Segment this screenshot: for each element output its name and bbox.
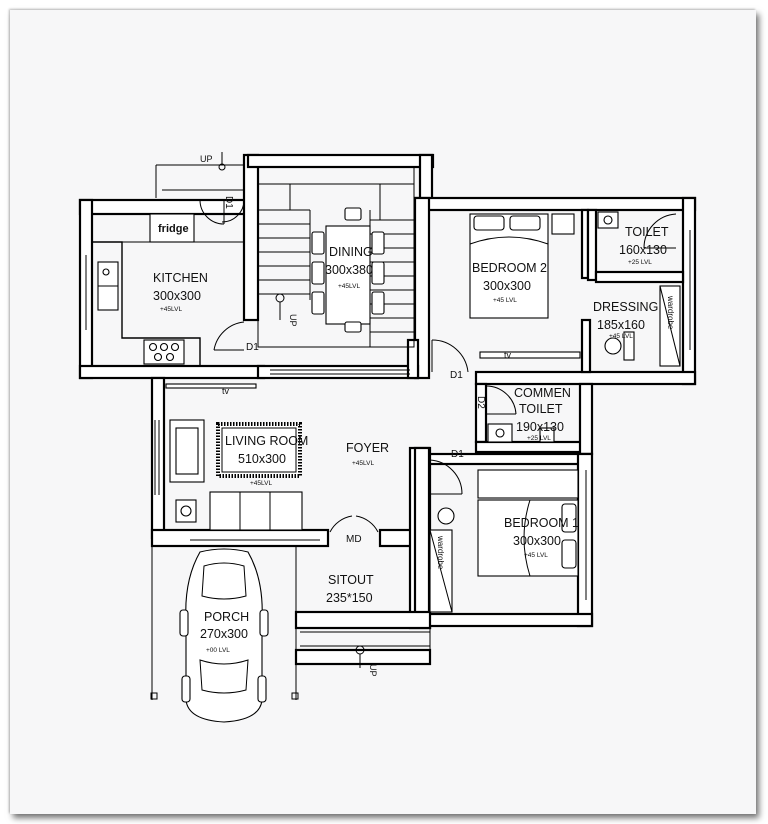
- bedroom1-name: BEDROOM 1: [504, 516, 579, 530]
- dressing-size: 185x160: [597, 318, 645, 332]
- living-level: +45LVL: [250, 480, 272, 487]
- kitchen-level: +45LVL: [160, 306, 182, 313]
- dressing-level: +45 LVL: [609, 333, 633, 340]
- toilet-level: +25 LVL: [628, 259, 652, 266]
- living-furniture: [165, 383, 379, 533]
- common-toilet-name-line2: TOILET: [519, 402, 563, 416]
- walls: [78, 153, 697, 666]
- windows: [85, 164, 691, 700]
- bedroom2-level: +45 LVL: [493, 297, 517, 304]
- dining-table: [311, 207, 385, 333]
- door-d1-kitchen: D1: [246, 342, 259, 353]
- up-label-sitout: UP: [368, 664, 378, 677]
- sitout-name: SITOUT: [328, 573, 374, 587]
- kitchen-size: 300x300: [153, 289, 201, 303]
- room-labels: KITCHEN 300x300 +45LVL DINING 300x380 +4…: [153, 225, 669, 654]
- common-toilet-name-line1: COMMEN: [514, 386, 571, 400]
- sitout-size: 235*150: [326, 591, 373, 605]
- bedroom2-furniture: [431, 213, 581, 373]
- up-markers: [218, 152, 365, 668]
- common-toilet-fixtures: [485, 385, 555, 443]
- porch-name: PORCH: [204, 610, 249, 624]
- common-toilet-size: 190x130: [516, 420, 564, 434]
- kitchen-name: KITCHEN: [153, 271, 208, 285]
- bedroom1-size: 300x300: [513, 534, 561, 548]
- annotation-labels: fridge UP UP UP tv tv D1 D1 D1 D1 D2 MD …: [158, 154, 675, 677]
- up-label-stair: UP: [288, 314, 298, 327]
- bedroom2-name: BEDROOM 2: [472, 261, 547, 275]
- common-toilet-level: +25 LVL: [527, 435, 551, 442]
- car-icon: [179, 548, 269, 723]
- porch-level: +00 LVL: [206, 647, 230, 654]
- kitchen-door: [199, 199, 245, 351]
- main-door-label: MD: [346, 534, 362, 545]
- door-d2: D2: [475, 396, 486, 409]
- living-size: 510x300: [238, 452, 286, 466]
- up-label-top: UP: [200, 154, 213, 164]
- bedroom1-level: +45 LVL: [524, 552, 548, 559]
- toilet-size: 160x130: [619, 243, 667, 257]
- porch-size: 270x300: [200, 627, 248, 641]
- fridge-label: fridge: [158, 223, 189, 235]
- wardrobe-label-dressing: wardrobe: [666, 295, 675, 330]
- foyer-level: +45LVL: [352, 460, 374, 467]
- drawing-sheet: [10, 10, 756, 814]
- door-d1-bedroom1: D1: [451, 449, 464, 460]
- tv-label-bedroom2: tv: [504, 350, 512, 360]
- foyer-name: FOYER: [346, 441, 389, 455]
- wardrobe-label-bedroom1: wardrobe: [436, 535, 445, 570]
- dining-name: DINING: [329, 245, 373, 259]
- bedroom2-size: 300x300: [483, 279, 531, 293]
- dining-level: +45LVL: [338, 283, 360, 290]
- dressing-name: DRESSING: [593, 300, 658, 314]
- toilet-fixtures: [597, 211, 681, 367]
- door-d1-bedroom2: D1: [450, 370, 463, 381]
- living-name: LIVING ROOM: [225, 434, 308, 448]
- door-d1-top: D1: [223, 196, 234, 209]
- bedroom1-furniture: [429, 459, 579, 613]
- toilet-name: TOILET: [625, 225, 669, 239]
- dining-size: 300x380: [325, 263, 373, 277]
- kitchen-counter: [92, 213, 244, 366]
- tv-label-living: tv: [222, 386, 230, 396]
